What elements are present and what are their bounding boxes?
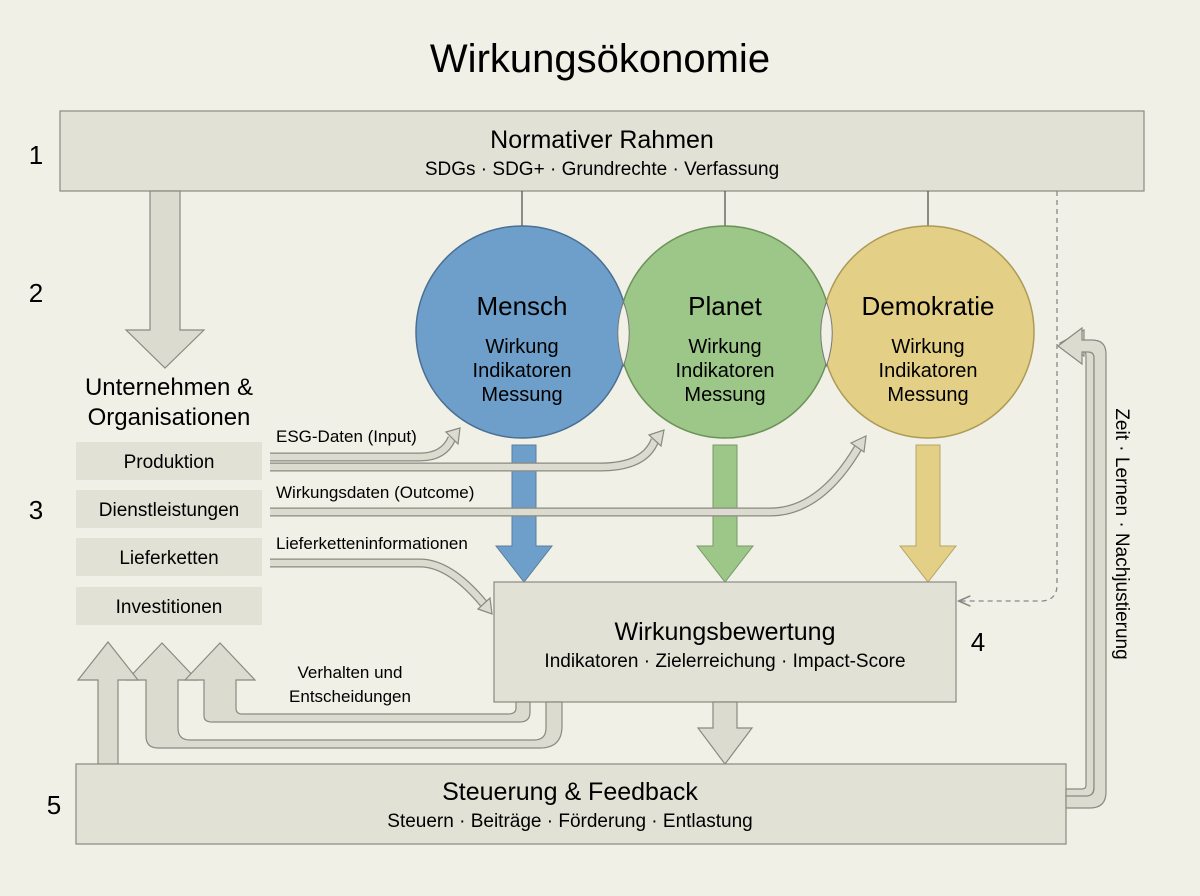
circle-item: Wirkung	[485, 336, 558, 358]
impact-evaluation-subtitle: Indikatoren · Zielerreichung · Impact-Sc…	[544, 651, 905, 672]
supply-chain-flow-arrow-body	[270, 559, 487, 607]
organizations-title-line2: Organisationen	[88, 404, 251, 431]
esg-data-label: ESG-Daten (Input)	[276, 427, 417, 446]
frame-to-evaluation-dashed-line	[960, 191, 1058, 601]
control-feedback-title: Steuerung & Feedback	[442, 778, 698, 806]
circle-demokratie[interactable]: Demokratie Wirkung Indikatoren Messung	[821, 225, 1035, 439]
circle-item: Indikatoren	[879, 360, 978, 382]
org-item-label: Dienstleistungen	[99, 500, 239, 521]
control-to-organizations-arrow	[76, 641, 140, 765]
circle-title-planet: Planet	[688, 291, 762, 321]
behavior-label-line1: Verhalten und	[298, 663, 403, 682]
normative-frame-subtitle: SDGs · SDG+ · Grundrechte · Verfassung	[425, 159, 779, 180]
org-item-lieferketten[interactable]: Lieferketten	[76, 538, 262, 576]
level-number-2: 2	[29, 278, 43, 308]
circle-item: Messung	[887, 384, 968, 406]
esg-data-arrow-head	[444, 427, 461, 446]
organizations-title-line1: Unternehmen &	[85, 374, 253, 401]
outcome-data-arrow-head	[849, 434, 867, 454]
circle-title-demokratie: Demokratie	[862, 291, 995, 321]
org-item-dienstleistungen[interactable]: Dienstleistungen	[76, 490, 262, 528]
production-to-planet-flow-arrow-body	[270, 438, 659, 471]
circle-planet[interactable]: Planet Wirkung Indikatoren Messung	[618, 225, 832, 439]
org-item-label: Investitionen	[116, 597, 223, 618]
learning-loop-arrow-body	[1057, 326, 1107, 809]
production-to-planet-arrow-head	[647, 429, 665, 448]
impact-evaluation-box[interactable]: Wirkungsbewertung Indikatoren · Zielerre…	[493, 581, 957, 703]
level-number-5: 5	[47, 790, 61, 820]
circle-mensch[interactable]: Mensch Wirkung Indikatoren Messung	[415, 225, 629, 439]
normative-frame-box[interactable]: Normativer Rahmen SDGs · SDG+ · Grundrec…	[59, 110, 1145, 192]
org-item-produktion[interactable]: Produktion	[76, 442, 262, 480]
page-title: Wirkungsökonomie	[430, 37, 770, 81]
supply-chain-arrow-head	[476, 596, 493, 615]
circle-item: Wirkung	[688, 336, 761, 358]
demokratie-to-evaluation-arrow	[898, 444, 958, 583]
feedback-arrow-left	[125, 642, 563, 749]
outcome-data-label: Wirkungsdaten (Outcome)	[276, 483, 474, 502]
level-number-4: 4	[971, 627, 985, 657]
circle-item: Indikatoren	[473, 360, 572, 382]
org-item-label: Produktion	[124, 452, 215, 473]
circle-item: Messung	[684, 384, 765, 406]
org-item-label: Lieferketten	[119, 548, 218, 569]
level-number-1: 1	[29, 140, 43, 170]
circle-item: Indikatoren	[676, 360, 775, 382]
control-feedback-subtitle: Steuern · Beiträge · Förderung · Entlast…	[387, 811, 752, 832]
frame-to-organizations-arrow	[124, 190, 206, 369]
circle-title-mensch: Mensch	[476, 291, 567, 321]
supply-chain-flow-arrow-shaft	[270, 558, 488, 607]
feedback-arrow-outer	[0, 642, 562, 776]
supply-chain-label: Lieferketteninformationen	[276, 534, 468, 553]
circle-item: Wirkung	[891, 336, 964, 358]
outcome-data-flow-arrow-body	[270, 446, 861, 516]
level-number-3: 3	[29, 495, 43, 525]
circle-overlap-gap-planet-demokratie	[820, 300, 833, 368]
behavior-label-line2: Entscheidungen	[289, 687, 411, 706]
esg-data-flow-arrow-body	[270, 436, 455, 461]
learning-loop-label: Zeit · Lernen · Nachjustierung	[1111, 408, 1132, 659]
learning-loop-arrow	[1058, 328, 1095, 798]
control-feedback-box[interactable]: Steuerung & Feedback Steuern · Beiträge …	[75, 763, 1067, 845]
org-item-investitionen[interactable]: Investitionen	[76, 587, 262, 625]
normative-frame-title: Normativer Rahmen	[490, 126, 714, 154]
feedback-arrow-right	[183, 642, 531, 723]
circle-overlap-gap-mensch-planet	[617, 300, 630, 368]
evaluation-to-control-arrow	[696, 701, 754, 765]
circle-item: Messung	[481, 384, 562, 406]
impact-evaluation-title: Wirkungsbewertung	[615, 618, 836, 646]
